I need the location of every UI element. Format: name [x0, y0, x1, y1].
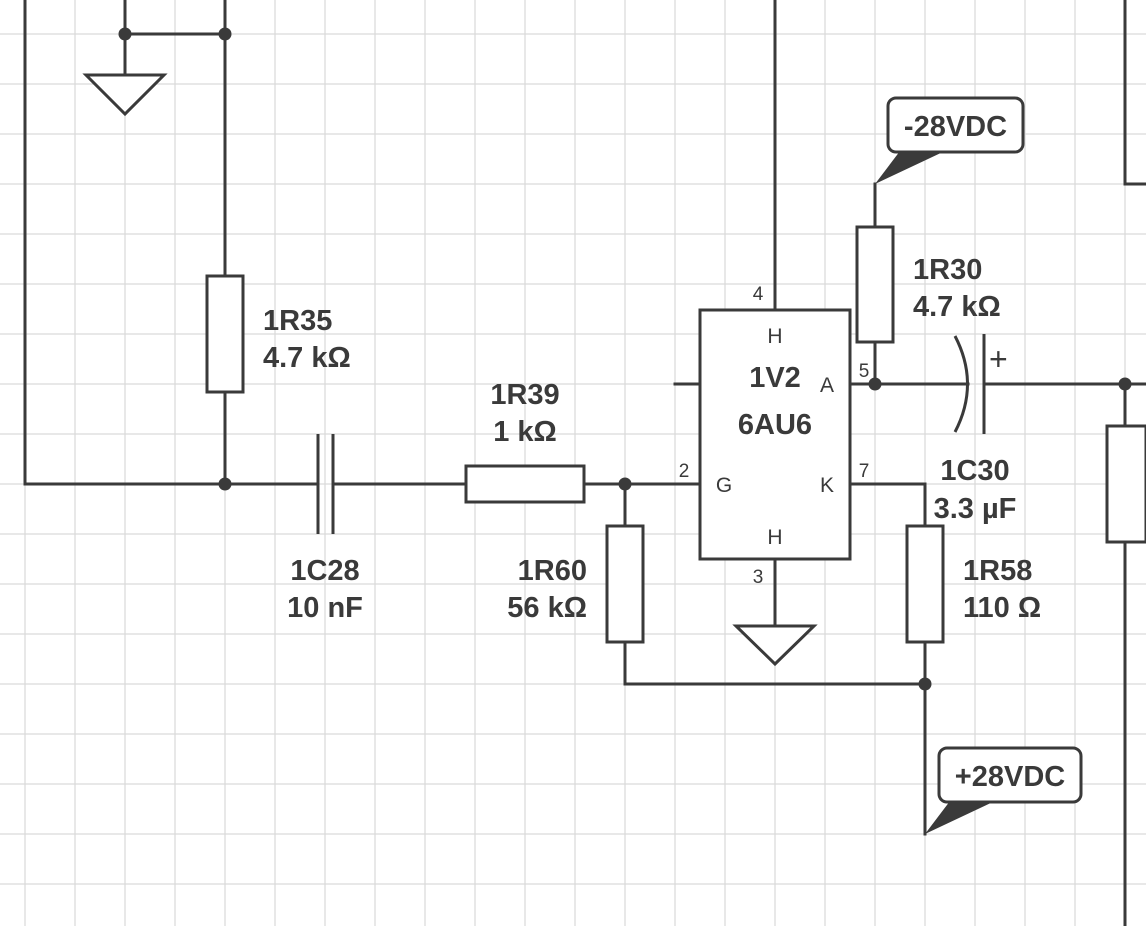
- junction-dot: [618, 477, 632, 491]
- label-1r35-value: 4.7 kΩ: [263, 342, 351, 374]
- capacitor-1c30-plus-sign: +: [989, 341, 1008, 377]
- tube-pin-number-3: 3: [753, 567, 764, 588]
- resistor-partial-right-body: [1105, 424, 1146, 544]
- resistor-1r58-body: [905, 524, 945, 644]
- power-flag-negative-box: [886, 96, 1025, 154]
- junction-dot: [218, 477, 232, 491]
- grounds: [82, 73, 818, 667]
- junction-dot: [118, 27, 132, 41]
- tube-1v2-body: [698, 308, 852, 561]
- power-flag-positive-pointer: [925, 801, 995, 834]
- capacitor-1c30-curved-plate: [953, 335, 969, 433]
- power-flag-positive-label: +28VDC: [955, 761, 1065, 793]
- label-1c28-value: 10 nF: [287, 592, 363, 624]
- label-1r60-ref: 1R60: [518, 555, 587, 587]
- power-flag-positive: +28VDC: [925, 746, 1083, 834]
- power-flag-negative-pointer: [875, 151, 945, 184]
- label-1r58-ref: 1R58: [963, 555, 1032, 587]
- power-flag-negative: -28VDC: [875, 96, 1025, 184]
- label-1r30-value: 4.7 kΩ: [913, 291, 1001, 323]
- power-flag-negative-label: -28VDC: [904, 111, 1007, 143]
- label-1r30-ref: 1R30: [913, 254, 982, 286]
- tube-pin-label-g: G: [716, 474, 732, 497]
- ground-symbol-top: [82, 73, 168, 117]
- capacitors: [316, 334, 986, 534]
- junctions: [118, 27, 1132, 691]
- label-1r39-value: 1 kΩ: [493, 416, 557, 448]
- tube-pin-number-7: 7: [859, 461, 870, 482]
- resistor-1r39-body: [464, 464, 586, 504]
- resistors: [205, 225, 1146, 644]
- tube-pin-label-k: K: [820, 474, 834, 497]
- junction-dot: [868, 377, 882, 391]
- resistor-1r60-body: [605, 524, 645, 644]
- tube-pin-label-a: A: [820, 374, 834, 397]
- tube-pin-number-4: 4: [753, 284, 764, 305]
- junction-dot: [918, 677, 932, 691]
- tube-pin-label-h-bottom: H: [767, 526, 782, 549]
- label-1r60-value: 56 kΩ: [507, 592, 587, 624]
- ground-symbol-tube: [732, 624, 818, 667]
- wires: [23, 0, 1146, 928]
- tube-pin-label-h-top: H: [767, 325, 782, 348]
- tube-pin-number-5: 5: [859, 361, 870, 382]
- label-1c30-ref: 1C30: [940, 455, 1009, 487]
- resistor-1r35-body: [205, 274, 245, 394]
- junction-dot: [1118, 377, 1132, 391]
- junction-dot: [218, 27, 232, 41]
- label-1r39-ref: 1R39: [490, 379, 559, 411]
- label-1r58-value: 110 Ω: [963, 592, 1041, 624]
- label-1r35-ref: 1R35: [263, 305, 332, 337]
- tube-type-label: 6AU6: [738, 409, 812, 441]
- power-flag-positive-box: [937, 746, 1083, 804]
- resistor-1r30-body: [855, 225, 895, 344]
- label-1c30-value: 3.3 µF: [934, 493, 1017, 525]
- tube-ref-label: 1V2: [749, 362, 801, 394]
- tube-pin-number-2: 2: [679, 461, 690, 482]
- label-1c28-ref: 1C28: [290, 555, 359, 587]
